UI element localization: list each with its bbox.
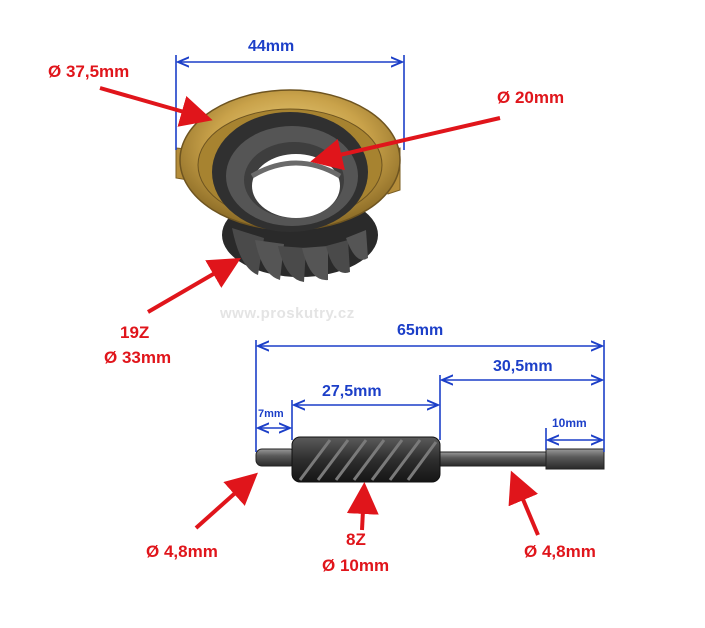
- shaft-total-length-label: 65mm: [397, 322, 444, 339]
- arrow-shaft-gear: [346, 482, 379, 531]
- dimension-lines: [175, 55, 605, 452]
- bearing-teeth-label: 19Z: [120, 323, 150, 342]
- arrow-bearing-teeth: [146, 257, 241, 314]
- shaft-rear-length-label: 30,5mm: [493, 358, 553, 375]
- shaft-teeth-label: 8Z: [346, 530, 366, 549]
- arrow-outer-diameter: [99, 86, 213, 127]
- bearing-inner-diameter-label: Ø 20mm: [497, 88, 565, 107]
- shaft-front-length-label: 7mm: [258, 408, 284, 420]
- arrow-shaft-right: [508, 470, 540, 536]
- bearing-gear-diameter-label: Ø 33mm: [104, 348, 172, 367]
- shaft-left-diameter-label: Ø 4,8mm: [146, 542, 218, 561]
- watermark: www.proskutry.cz: [220, 305, 355, 322]
- bearing-width-label: 44mm: [248, 38, 295, 55]
- shaft-gear-length-label: 27,5mm: [322, 383, 382, 400]
- pointer-arrows: [99, 86, 540, 536]
- bearing-assembly: [175, 89, 401, 282]
- arrow-shaft-left: [194, 472, 258, 530]
- shaft-gear-diameter-label: Ø 10mm: [322, 556, 390, 575]
- shaft-tip-length-label: 10mm: [552, 416, 587, 430]
- bearing-outer-diameter-label: Ø 37,5mm: [48, 62, 130, 81]
- bearing-seal: [212, 112, 368, 232]
- shaft-assembly: [255, 436, 605, 483]
- shaft-gear-teeth: [298, 439, 438, 481]
- shaft-right-diameter-label: Ø 4,8mm: [524, 542, 596, 561]
- arrow-inner-diameter: [310, 116, 501, 171]
